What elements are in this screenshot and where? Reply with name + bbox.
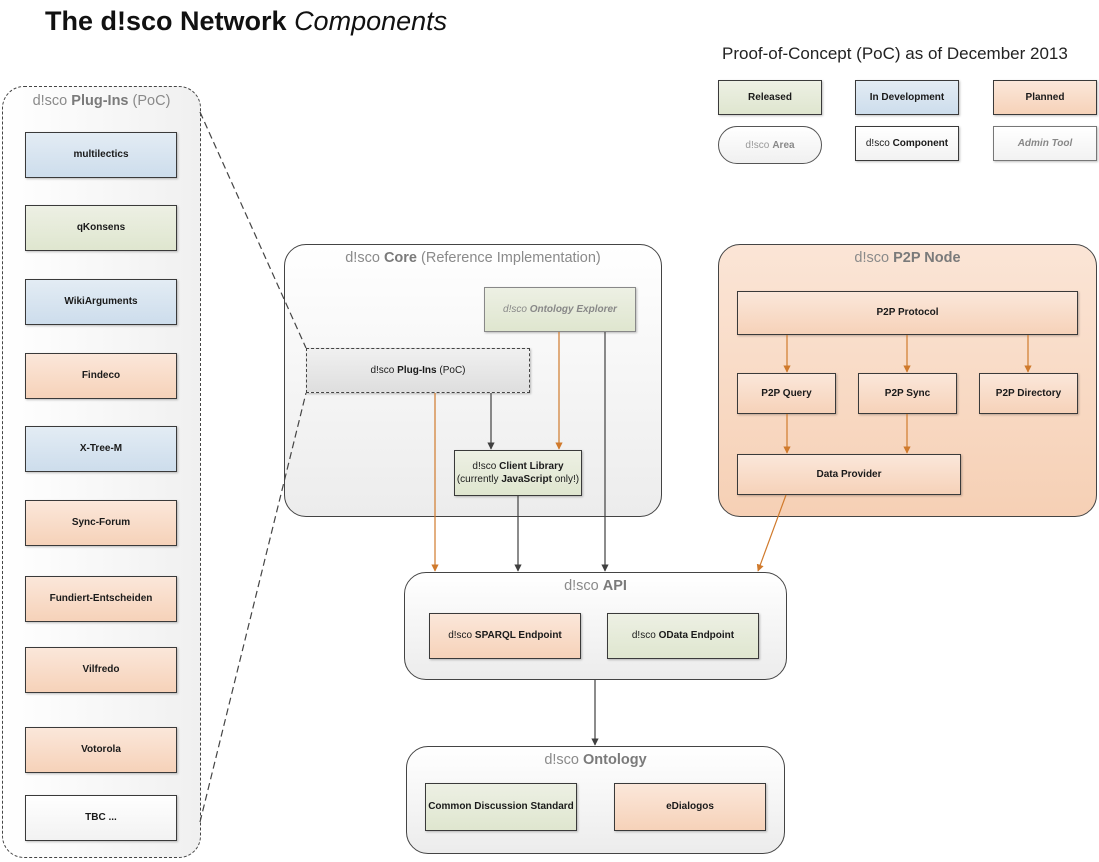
ontology-explorer-label: Ontology Explorer xyxy=(529,303,617,315)
ontology-explorer[interactable]: d!sco Ontology Explorer xyxy=(484,287,636,332)
plugin-wikiarguments[interactable]: WikiArguments xyxy=(25,279,177,325)
legend-planned: Planned xyxy=(993,80,1097,115)
api-title-bold: API xyxy=(602,578,627,594)
edialogos[interactable]: eDialogos xyxy=(614,783,766,831)
plugins-area-title: d!sco Plug-Ins (PoC) xyxy=(3,93,200,109)
core-area-title: d!sco Core (Reference Implementation) xyxy=(285,250,661,266)
client-library-prefix: d!sco xyxy=(472,460,497,472)
legend-admin-tool-label: Admin Tool xyxy=(1017,137,1073,149)
core-plugins-prefix: d!sco xyxy=(370,364,395,376)
ontology-title-bold: Ontology xyxy=(583,752,647,768)
client-library-bold: Client Library xyxy=(499,460,564,472)
client-library[interactable]: d!sco Client Library (currently JavaScri… xyxy=(454,450,582,496)
legend-component-label: Component xyxy=(892,137,949,149)
core-plugins-box[interactable]: d!sco Plug-Ins (PoC) xyxy=(306,348,530,393)
legend-area-label: Area xyxy=(772,139,795,151)
plugin-vilfredo[interactable]: Vilfredo xyxy=(25,647,177,693)
legend-admin-tool: Admin Tool xyxy=(993,126,1097,161)
p2p-directory[interactable]: P2P Directory xyxy=(979,373,1078,414)
client-library-line1: d!sco Client Library xyxy=(472,460,563,474)
p2p-sync[interactable]: P2P Sync xyxy=(858,373,957,414)
p2p-area-title: d!sco P2P Node xyxy=(719,250,1096,266)
plugins-title-bold: Plug-Ins xyxy=(71,93,129,109)
ontology-area-title: d!sco Ontology xyxy=(407,752,784,768)
legend-in-development: In Development xyxy=(855,80,959,115)
odata-bold: OData Endpoint xyxy=(658,630,735,642)
plugin-votorola[interactable]: Votorola xyxy=(25,727,177,773)
legend-component-prefix: d!sco xyxy=(865,137,890,149)
client-library-line2-post: only!) xyxy=(554,474,580,485)
plugin-x-tree-m[interactable]: X-Tree-M xyxy=(25,426,177,472)
client-library-line2: (currently JavaScript only!) xyxy=(457,473,579,487)
sparql-endpoint[interactable]: d!sco SPARQL Endpoint xyxy=(429,613,581,659)
client-library-line2-bold: JavaScript xyxy=(501,474,552,485)
p2p-title-prefix: d!sco xyxy=(854,250,890,266)
ontology-explorer-prefix: d!sco xyxy=(503,303,527,315)
plugin-multilectics[interactable]: multilectics xyxy=(25,132,177,178)
core-plugins-suffix: (PoC) xyxy=(439,364,466,376)
ontology-title-prefix: d!sco xyxy=(544,752,579,768)
legend-area-prefix: d!sco xyxy=(745,139,770,151)
legend-released: Released xyxy=(718,80,822,115)
plugin-findeco[interactable]: Findeco xyxy=(25,353,177,399)
sparql-bold: SPARQL Endpoint xyxy=(474,630,562,642)
odata-prefix: d!sco xyxy=(631,630,656,642)
plugins-title-suffix: (PoC) xyxy=(132,93,171,109)
core-title-prefix: d!sco xyxy=(345,250,380,266)
diagram-subtitle: Proof-of-Concept (PoC) as of December 20… xyxy=(722,44,1068,63)
api-area-title: d!sco API xyxy=(405,578,786,594)
legend-component: d!sco Component xyxy=(855,126,959,161)
client-library-line2-pre: (currently xyxy=(456,474,499,485)
data-provider[interactable]: Data Provider xyxy=(737,454,961,495)
p2p-title-bold: P2P Node xyxy=(893,250,961,266)
plugin-sync-forum[interactable]: Sync-Forum xyxy=(25,500,177,546)
sparql-prefix: d!sco xyxy=(448,630,473,642)
common-discussion-standard[interactable]: Common Discussion Standard xyxy=(425,783,577,831)
plugin-tbc[interactable]: TBC ... xyxy=(25,795,177,841)
diagram-title: The d!sco Network Components xyxy=(45,6,447,37)
p2p-protocol[interactable]: P2P Protocol xyxy=(737,291,1078,335)
odata-endpoint[interactable]: d!sco OData Endpoint xyxy=(607,613,759,659)
core-plugins-bold: Plug-Ins xyxy=(397,364,437,376)
title-bold: The d!sco Network xyxy=(45,6,287,36)
plugins-title-prefix: d!sco xyxy=(32,93,68,109)
api-title-prefix: d!sco xyxy=(564,578,599,594)
plugin-qkonsens[interactable]: qKonsens xyxy=(25,205,177,251)
core-title-bold: Core xyxy=(383,250,417,266)
core-title-suffix: (Reference Implementation) xyxy=(421,250,601,266)
p2p-query[interactable]: P2P Query xyxy=(737,373,836,414)
plugin-fundiert-entscheiden[interactable]: Fundiert-Entscheiden xyxy=(25,576,177,622)
title-italic: Components xyxy=(294,6,448,36)
